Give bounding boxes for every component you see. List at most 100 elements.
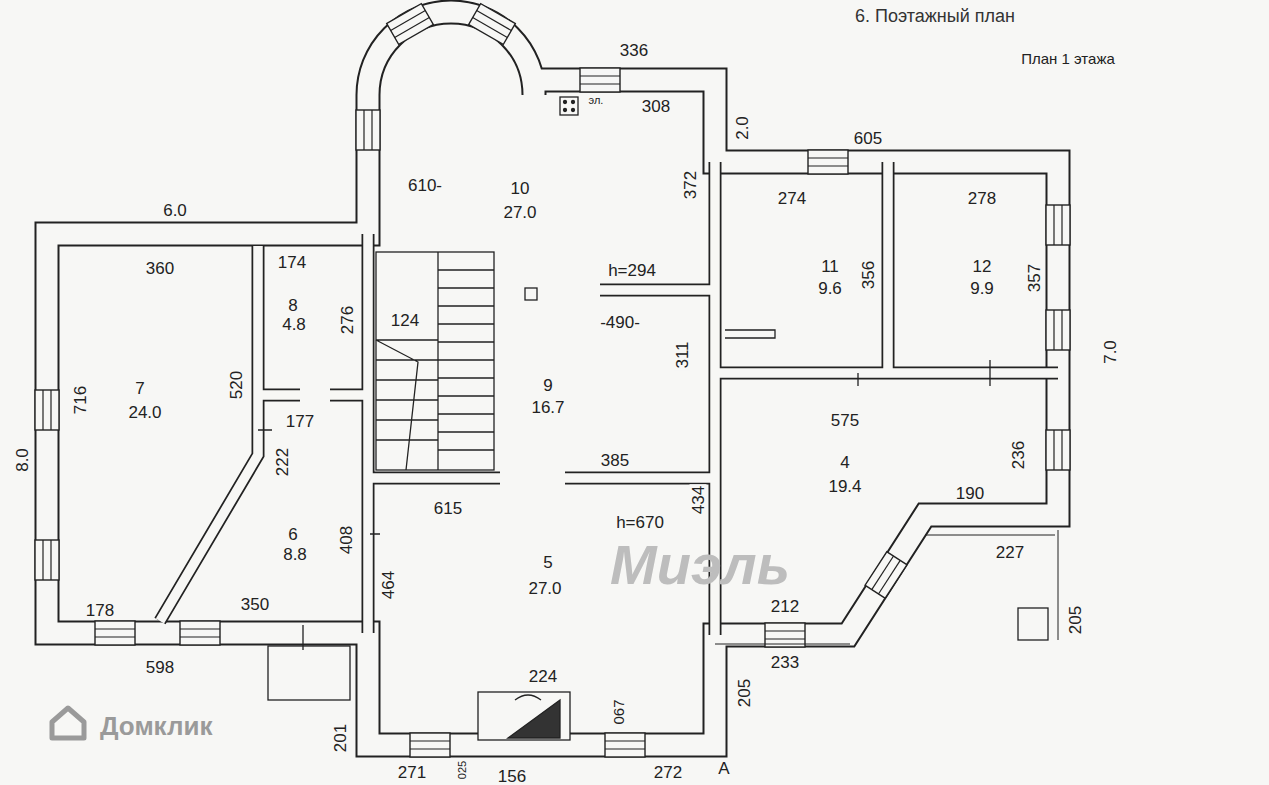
dimension-label: 598 (144, 659, 176, 676)
plan-subtitle: План 1 этажа (1019, 51, 1117, 66)
dimension-label: 222 (274, 446, 291, 478)
window-symbol (808, 150, 848, 174)
dimension-label: 605 (852, 130, 884, 147)
dimension-label: 274 (776, 190, 808, 207)
dimension-label: 10 (509, 180, 532, 197)
fireplace (478, 692, 570, 740)
dimension-label: 7.0 (1102, 338, 1119, 366)
window-symbol (356, 110, 380, 150)
electric-panel-dot (564, 109, 567, 112)
window-symbol (469, 4, 516, 45)
dimension-label: 025 (457, 759, 468, 781)
window-symbol (35, 390, 59, 430)
dimension-label: 464 (380, 569, 397, 601)
stair-steps (438, 270, 494, 450)
watermark: Миэль (608, 537, 792, 593)
window-symbol (865, 552, 907, 599)
dimension-label: 205 (736, 677, 753, 709)
dimension-label: 350 (239, 596, 271, 613)
dimension-label: 9.9 (968, 280, 996, 297)
dimension-label: 385 (599, 452, 631, 469)
stair-steps (376, 340, 438, 470)
dimension-label: 11 (819, 258, 841, 275)
dimension-label: 356 (860, 259, 877, 291)
dimension-label: 520 (228, 369, 245, 401)
dimension-label: 4.8 (280, 316, 308, 333)
window-symbol (387, 4, 434, 45)
exterior-wall (47, 12, 1058, 745)
dimension-label: h=294 (606, 262, 658, 279)
dimension-label: 716 (72, 384, 89, 416)
dimension-label: 7 (133, 380, 146, 397)
dimension-label: 124 (389, 312, 421, 329)
fixtures (258, 97, 1058, 740)
dimension-label: 156 (496, 768, 528, 785)
window-symbol (1046, 430, 1070, 470)
outbuilding-box (1018, 608, 1048, 640)
domclick-logo (52, 708, 84, 738)
dimension-label: 19.4 (826, 478, 863, 495)
dimension-label: 067 (611, 697, 626, 726)
dimension-label: 271 (396, 764, 428, 781)
dimension-label: 336 (618, 42, 650, 59)
walls (47, 12, 1058, 745)
windows (35, 4, 1070, 757)
dimension-label: 434 (690, 484, 707, 516)
dimension-label: 372 (682, 169, 699, 201)
dimension-label: 9.6 (816, 280, 844, 297)
dimension-label: A (716, 760, 731, 777)
window-symbol (35, 540, 59, 580)
stair-outline (376, 252, 494, 470)
stairs (376, 252, 494, 470)
window-symbol (580, 68, 620, 92)
electric-panel-dot (572, 101, 575, 104)
window-symbol (1046, 205, 1070, 245)
dimension-label: 224 (527, 668, 559, 685)
dimension-label: 357 (1026, 262, 1043, 294)
dimension-label: 27.0 (526, 580, 563, 597)
window-symbol (605, 733, 645, 757)
dimension-label: 408 (338, 524, 355, 556)
dimension-label: 276 (339, 304, 356, 336)
interior-wall-fill (160, 162, 1058, 635)
dimension-label: 278 (966, 190, 998, 207)
dimension-label: 190 (954, 485, 986, 502)
dimension-label: 308 (640, 98, 672, 115)
dimension-label: 227 (994, 544, 1026, 561)
electric-panel-dot (572, 109, 575, 112)
dimension-label: 16.7 (529, 399, 566, 416)
dimension-label: 615 (432, 500, 464, 517)
dimension-label: эл. (587, 95, 606, 106)
dimension-label: 272 (652, 764, 684, 781)
dimension-label: 9 (541, 377, 554, 394)
window-symbol (1046, 310, 1070, 350)
electric-panel (560, 97, 578, 115)
dimension-label: 360 (144, 260, 176, 277)
fireplace-hearth (508, 700, 560, 738)
window-symbol (410, 733, 450, 757)
dimension-label: 177 (284, 413, 316, 430)
dimension-label: 575 (829, 412, 861, 429)
house-icon (52, 708, 84, 738)
door-tick (258, 360, 990, 650)
fireplace-arch (515, 695, 541, 700)
dimension-label: 8.8 (281, 546, 309, 563)
dimension-label: 8.0 (14, 446, 31, 474)
door-leaf (725, 330, 775, 338)
dimension-label: 233 (769, 654, 801, 671)
electric-panel-dot (564, 101, 567, 104)
dimension-label: 174 (276, 254, 308, 271)
dimension-label: 12 (971, 258, 994, 275)
exterior-wall-fill (47, 12, 1058, 745)
stair-rail (437, 252, 438, 470)
watermark-logo-text: Домклик (98, 713, 214, 739)
dimension-label: -490- (598, 314, 642, 331)
dimension-label: 236 (1010, 439, 1027, 471)
window-symbol (765, 623, 805, 647)
dimension-label: 8 (286, 297, 299, 314)
dimension-label: 24.0 (126, 404, 163, 421)
dimension-label: 178 (84, 602, 116, 619)
dimension-label: 5 (541, 554, 554, 571)
dimension-label: 2.0 (734, 114, 751, 142)
